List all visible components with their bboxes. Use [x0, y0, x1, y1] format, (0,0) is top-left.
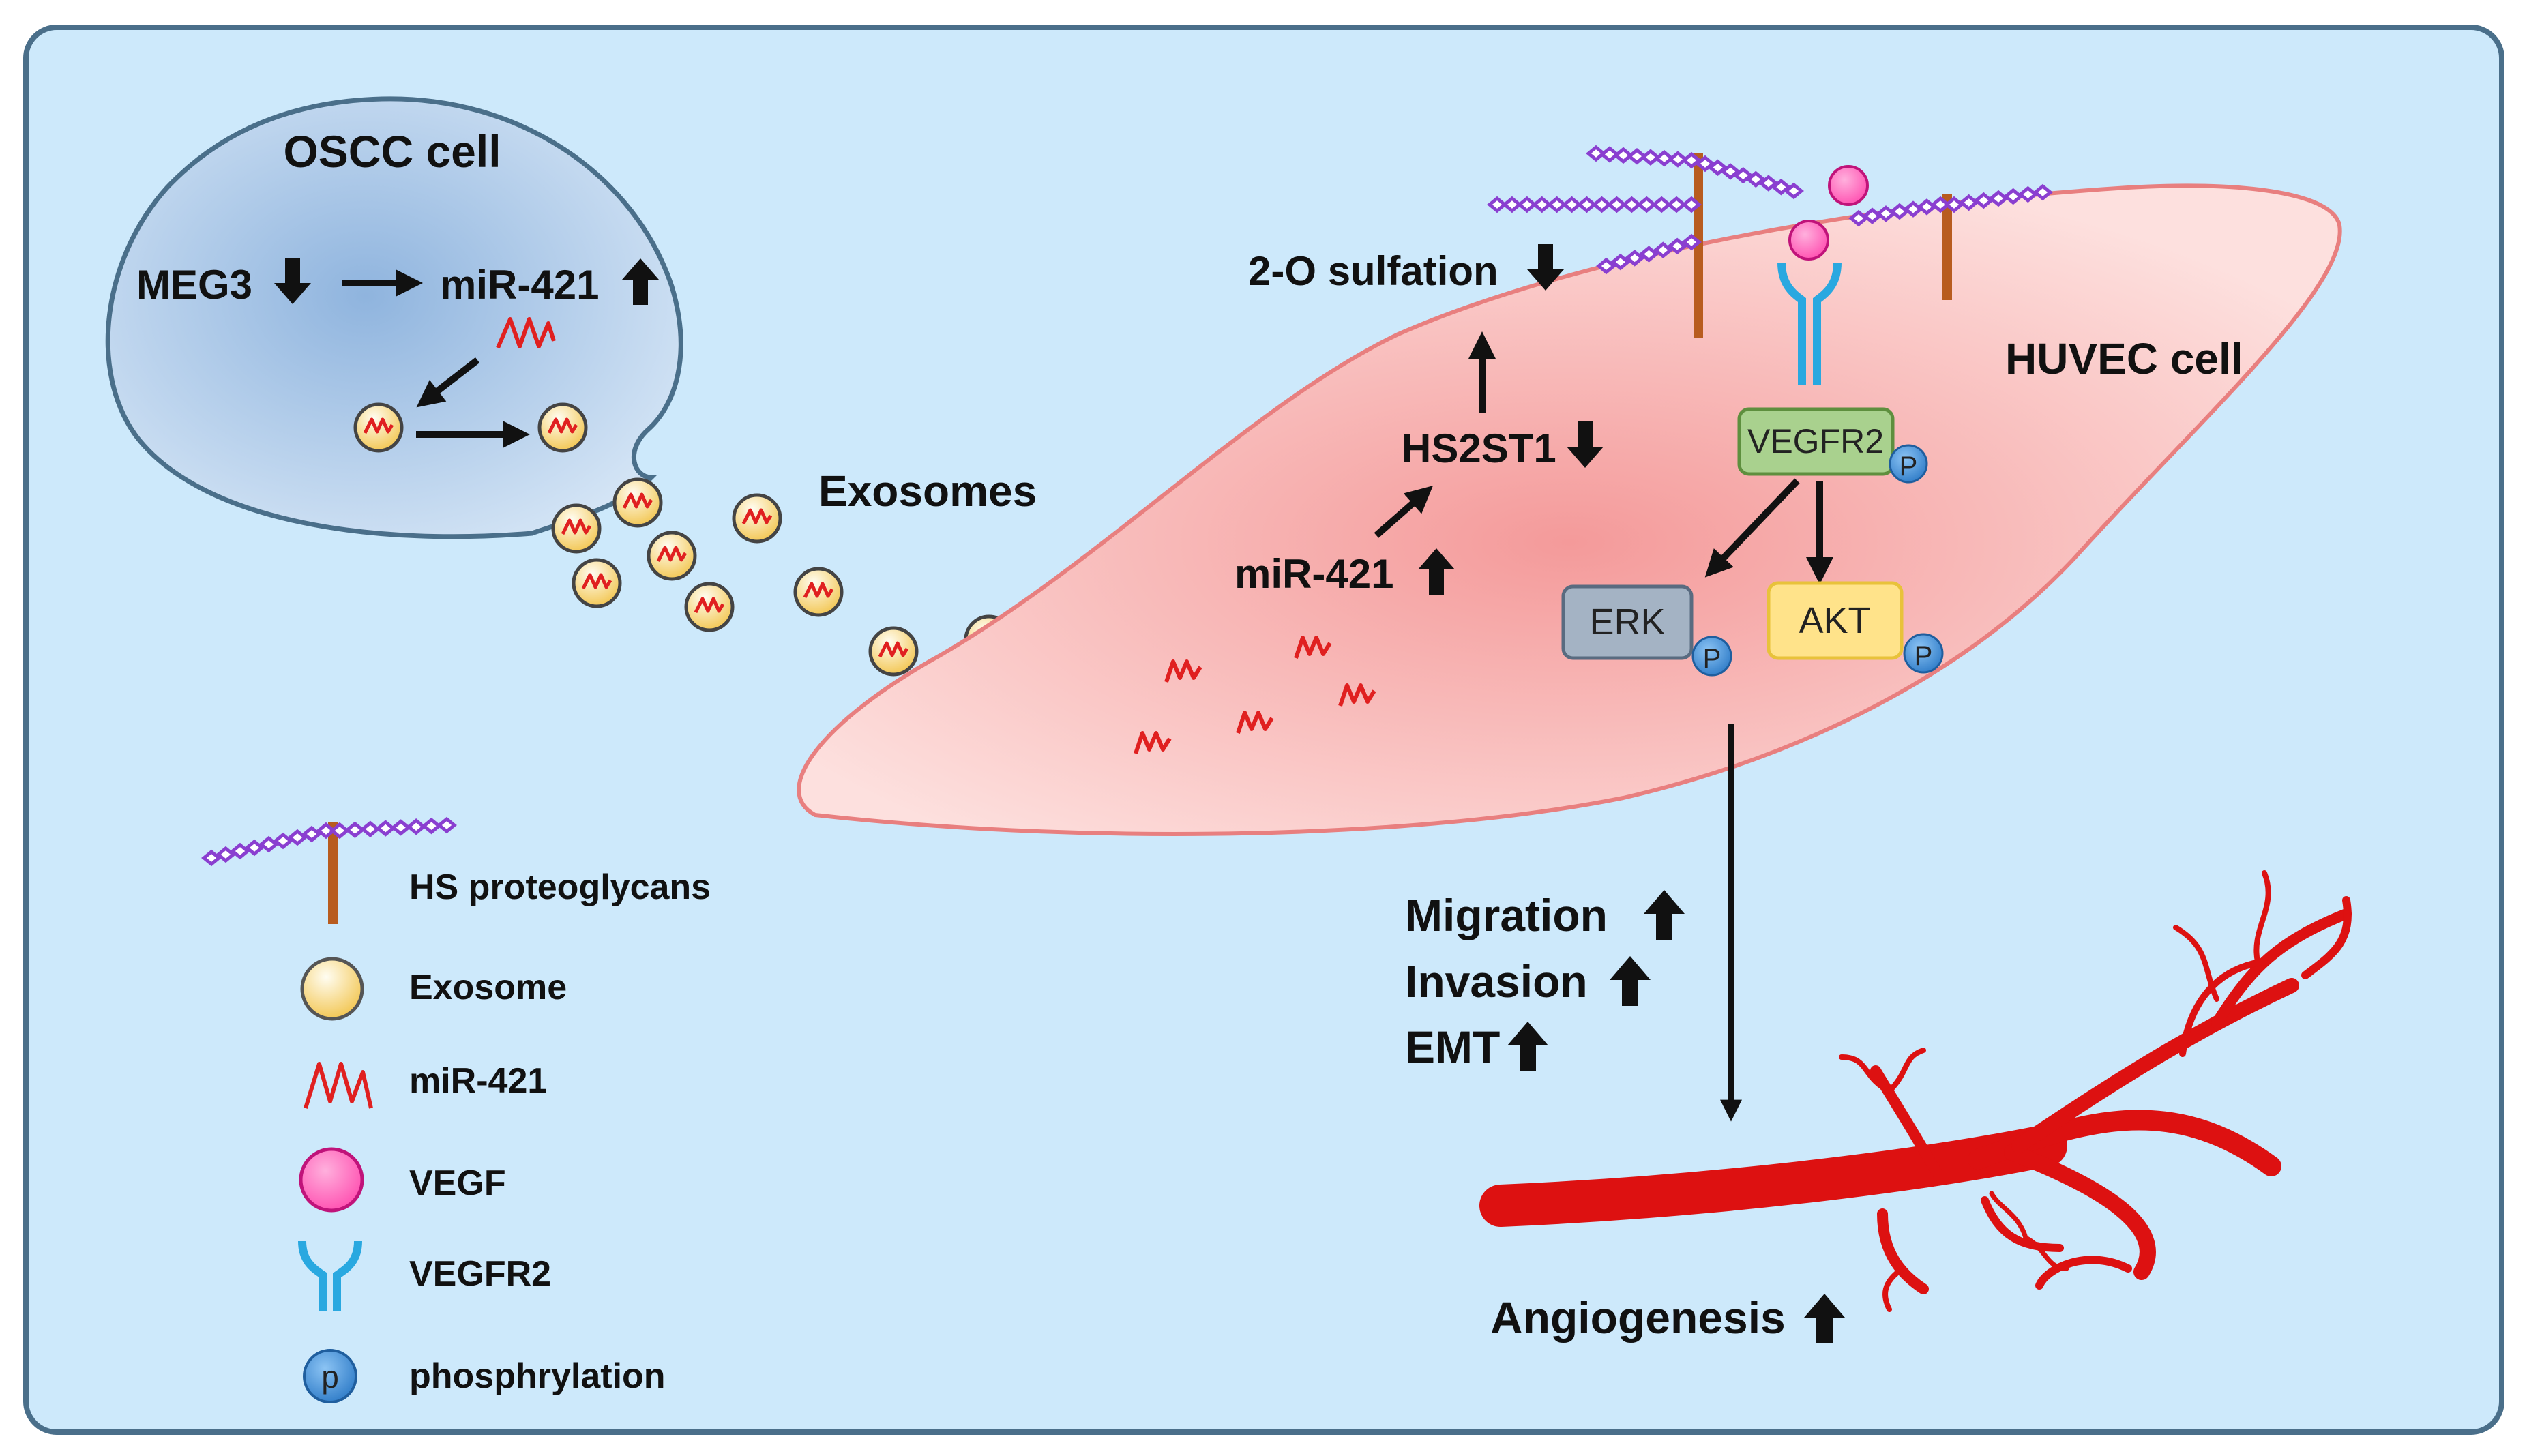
migration-up-arrow-icon [1644, 890, 1685, 940]
hs-proteoglycan-group [1487, 145, 2053, 338]
svg-text:p: p [321, 1359, 339, 1395]
hs-proteoglycan-icon [1487, 145, 1804, 338]
svg-text:P: P [1915, 641, 1933, 671]
exosome-icon [537, 402, 588, 453]
emt-label: EMT [1405, 1022, 1500, 1072]
legend-vegfr2-receptor-icon [298, 1240, 362, 1311]
vegfr2-receptor-icon [1777, 262, 1842, 385]
legend-vegfr2-label: VEGFR2 [409, 1254, 551, 1294]
legend-vegf-circle-icon [299, 1147, 364, 1213]
mir421-huvec-label: miR-421 [1235, 551, 1393, 597]
sulfation-label: 2-O sulfation [1248, 248, 1498, 294]
vegf-free-circle [1828, 165, 1869, 206]
mirna-squiggle-icon [1134, 731, 1172, 754]
oscc-cell-label: OSCC cell [283, 126, 501, 177]
legend-mirna-squiggle-icon [304, 1062, 373, 1109]
sulfation-down-arrow-icon [1527, 244, 1564, 291]
migration-label: Migration [1405, 890, 1608, 940]
vegfr2-phosphate-icon: P [1889, 444, 1928, 484]
vegf-bound-circle [1788, 220, 1829, 261]
mir421-oscc-label: miR-421 [440, 262, 599, 308]
exosome-icon [612, 477, 663, 528]
exosome-icon [732, 493, 782, 544]
erk-box [1561, 584, 1694, 660]
blood-vessel-illustration [1479, 870, 2352, 1312]
meg3-down-arrow-icon [274, 258, 311, 304]
huvec-cell-label: HUVEC cell [2005, 334, 2243, 383]
legend: HS proteoglycans Exosome miR-421 VEGF VE… [201, 816, 711, 1403]
huvec-mirna-group [1134, 636, 1376, 754]
akt-label: AKT [1799, 600, 1870, 641]
angiogenesis-label: Angiogenesis [1490, 1292, 1786, 1343]
hs2st1-label: HS2ST1 [1402, 426, 1556, 471]
legend-exosome-icon [300, 957, 364, 1021]
emt-up-arrow-icon [1507, 1022, 1548, 1071]
invasion-up-arrow-icon [1610, 956, 1651, 1006]
mirna-squiggle-icon [1164, 659, 1202, 683]
mir421-to-hs2st1-arrow [1374, 486, 1434, 538]
mirna-squiggle-icon [1338, 683, 1376, 707]
vegfr2-box [1737, 407, 1895, 476]
exosomes-label: Exosomes [818, 466, 1037, 516]
vegfr2-box-label: VEGFR2 [1747, 422, 1884, 460]
legend-phosphorylation-label: phosphrylation [409, 1356, 666, 1396]
legend-hs-label: HS proteoglycans [409, 867, 711, 907]
exosome-icon [684, 582, 735, 632]
akt-phosphate-icon: P [1903, 633, 1944, 674]
erk-label: ERK [1589, 601, 1665, 642]
mir421-huvec-up-arrow-icon [1418, 548, 1455, 595]
exosome-icon [551, 503, 602, 554]
svg-text:P: P [1703, 644, 1721, 674]
mirna-to-exosome-arrow [416, 357, 480, 408]
oscc-cell-shape [105, 96, 683, 539]
invasion-label: Invasion [1405, 956, 1588, 1007]
hs-proteoglycan-icon [1848, 183, 2053, 300]
exosome-icon [572, 558, 622, 608]
legend-exosome-label: Exosome [409, 968, 567, 1007]
legend-hs-proteoglycan-icon [201, 816, 457, 924]
erk-phosphate-icon: P [1691, 636, 1732, 677]
svg-text:P: P [1900, 451, 1918, 481]
angiogenesis-up-arrow-icon [1804, 1294, 1845, 1343]
meg3-label: MEG3 [136, 262, 252, 308]
exosome-icon [647, 531, 697, 581]
mirna-squiggle-icon [496, 317, 556, 349]
mirna-squiggle-icon [1236, 711, 1274, 734]
exosome-icon [353, 402, 404, 453]
mirna-squiggle-icon [1294, 636, 1332, 659]
akt-box [1767, 581, 1904, 660]
vegfr2-to-erk-arrow [1704, 478, 1800, 578]
hs2st1-down-arrow-icon [1567, 421, 1604, 468]
legend-phosphate-icon: p [303, 1349, 357, 1403]
exosome-icon [793, 567, 844, 617]
mir421-up-arrow-icon [622, 258, 659, 305]
legend-mirna-label: miR-421 [409, 1061, 547, 1101]
exosome-icon [868, 626, 919, 677]
legend-vegf-label: VEGF [409, 1163, 506, 1203]
